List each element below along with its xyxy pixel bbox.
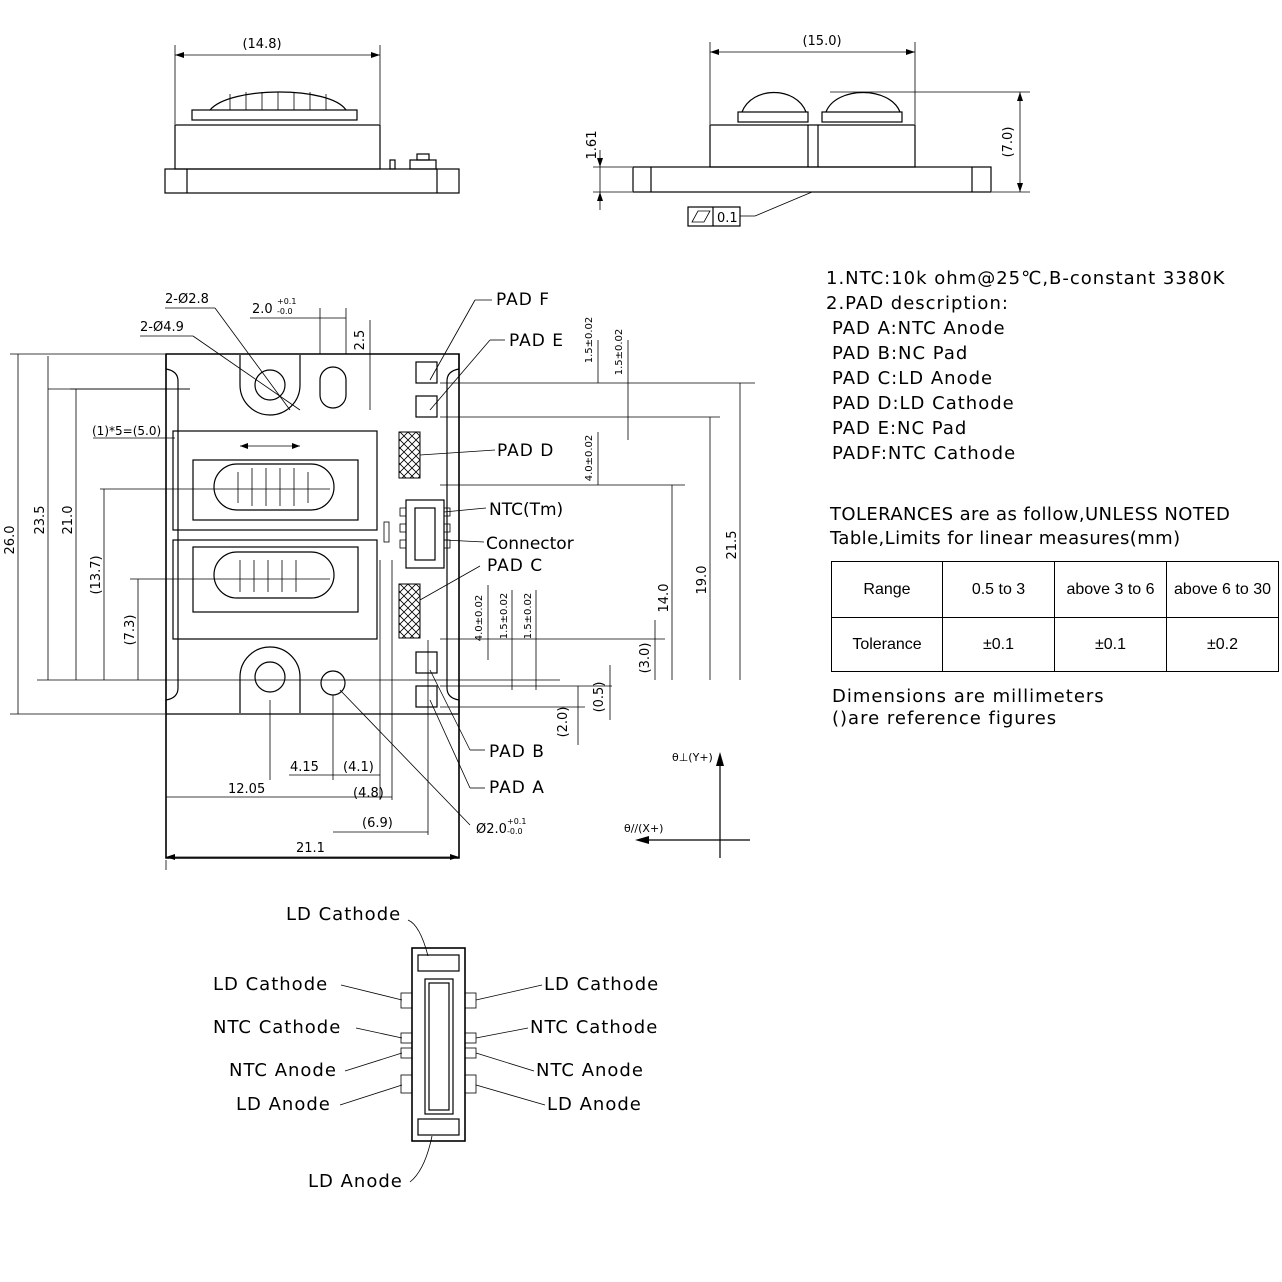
top-left-view: (14.8) <box>164 37 460 194</box>
tolerance-table: Range 0.5 to 3 above 3 to 6 above 6 to 3… <box>831 561 1279 672</box>
top-right-view: (15.0) (7.0) 1.61 0.1 <box>585 34 1030 227</box>
dim-top-right-width: (15.0) <box>802 34 841 49</box>
dim-hole-pin-tol-lower: -0.0 <box>507 827 523 836</box>
conn-right-ntc-cathode: NTC Cathode <box>530 1017 658 1038</box>
y-axis-arrow-icon <box>716 752 724 766</box>
dim-0-5: (0.5) <box>592 682 607 713</box>
dim-height-1-61: 1.61 <box>585 131 600 160</box>
dim-hole-large: 2-Ø4.9 <box>140 320 184 335</box>
dim-pad-d-tol: 4.0±0.02 <box>584 435 595 482</box>
note-pad-e: PAD E:NC Pad <box>832 418 968 439</box>
dim-hole-small: 2-Ø2.8 <box>165 292 209 307</box>
dim-14-0: 14.0 <box>657 584 672 613</box>
tolerances-line-1: TOLERANCES are as follow,UNLESS NOTED <box>830 504 1231 525</box>
dim-top-left-width: (14.8) <box>242 37 281 52</box>
table-cell: ±0.1 <box>1054 617 1167 672</box>
dim-7-3: (7.3) <box>123 615 138 646</box>
connector-view: LD Cathode LD Cathode NTC Cathode NTC An… <box>213 904 659 1192</box>
label-pad-f: PAD F <box>496 290 550 310</box>
note-pad-a: PAD A:NTC Anode <box>832 318 1006 339</box>
axis-x-label: θ//(X+) <box>624 822 663 835</box>
dim-slot-height: 2.5 <box>353 330 368 351</box>
dim-pitch: (1)*5=(5.0) <box>92 424 161 438</box>
table-row: Tolerance ±0.1 ±0.1 ±0.2 <box>831 617 1279 672</box>
dim-12-05: 12.05 <box>228 782 265 797</box>
dim-3-0: (3.0) <box>638 643 653 674</box>
dim-4-15: 4.15 <box>290 760 319 775</box>
tolerances-line-2: Table,Limits for linear measures(mm) <box>830 528 1181 549</box>
conn-left-ntc-cathode: NTC Cathode <box>213 1017 341 1038</box>
table-cell: 0.5 to 3 <box>942 561 1055 618</box>
dim-height-7-0: (7.0) <box>1001 127 1016 158</box>
dim-21-5: 21.5 <box>725 531 740 560</box>
axis-y-label: θ⊥(Y+) <box>672 751 713 764</box>
label-pad-d: PAD D <box>497 441 554 461</box>
dim-26-0: 26.0 <box>3 526 18 555</box>
table-cell: ±0.1 <box>942 617 1055 672</box>
label-pad-c: PAD C <box>487 556 543 576</box>
units-note: Dimensions are millimeters ()are referen… <box>832 686 1105 730</box>
table-cell: ±0.2 <box>1166 617 1279 672</box>
conn-top-label: LD Cathode <box>286 904 401 925</box>
label-pad-a: PAD A <box>489 778 545 798</box>
notes-block: 1.NTC:10k ohm@25℃,B-constant 3380K 2.PAD… <box>826 266 1276 466</box>
dim-2-0: (2.0) <box>556 707 571 738</box>
conn-bottom-label: LD Anode <box>308 1171 403 1192</box>
dim-slot-tol-lower: -0.0 <box>277 307 293 316</box>
units-line-2: ()are reference figures <box>832 708 1058 729</box>
note-ntc: 1.NTC:10k ohm@25℃,B-constant 3380K <box>826 268 1226 289</box>
dim-slot-tol-upper: +0.1 <box>277 297 296 306</box>
main-view: (1)*5=(5.0) 26.0 23.5 <box>3 290 755 870</box>
conn-left-ld-anode: LD Anode <box>236 1094 331 1115</box>
dim-pad-tol-1: 1.5±0.02 <box>584 317 595 364</box>
table-cell: Range <box>831 561 943 618</box>
note-pad-d: PAD D:LD Cathode <box>832 393 1015 414</box>
conn-right-ld-anode: LD Anode <box>547 1094 642 1115</box>
dim-pad-c-tol-3: 1.5±0.02 <box>523 593 534 640</box>
dim-pad-c-tol-1: 4.0±0.02 <box>474 595 485 642</box>
x-axis-arrow-icon <box>635 836 649 844</box>
dim-4-8: (4.8) <box>353 786 384 801</box>
label-pad-e: PAD E <box>509 331 564 351</box>
conn-right-ntc-anode: NTC Anode <box>536 1060 644 1081</box>
label-connector: Connector <box>486 534 574 554</box>
dim-6-9: (6.9) <box>362 816 393 831</box>
tolerances-note: TOLERANCES are as follow,UNLESS NOTED Ta… <box>830 503 1230 551</box>
dim-slot-width: 2.0 <box>252 302 273 317</box>
dim-4-1: (4.1) <box>343 760 374 775</box>
dim-hole-pin: Ø2.0 <box>476 822 507 837</box>
dim-21-0: 21.0 <box>61 506 76 535</box>
dim-21-1: 21.1 <box>296 841 325 856</box>
dim-23-5: 23.5 <box>33 506 48 535</box>
dim-19-0: 19.0 <box>695 566 710 595</box>
dim-pad-c-tol-2: 1.5±0.02 <box>499 593 510 640</box>
conn-left-ntc-anode: NTC Anode <box>229 1060 337 1081</box>
note-pad-b: PAD B:NC Pad <box>832 343 969 364</box>
flatness-symbol-icon <box>691 210 711 223</box>
conn-left-ld-cathode: LD Cathode <box>213 974 328 995</box>
table-cell: above 3 to 6 <box>1054 561 1167 618</box>
table-row: Range 0.5 to 3 above 3 to 6 above 6 to 3… <box>831 561 1279 618</box>
flatness-value: 0.1 <box>717 211 738 226</box>
dim-hole-pin-tol-upper: +0.1 <box>507 817 526 826</box>
note-pad-c: PAD C:LD Anode <box>832 368 994 389</box>
label-pad-b: PAD B <box>489 742 545 762</box>
table-cell: above 6 to 30 <box>1166 561 1279 618</box>
label-ntc: NTC(Tm) <box>489 500 563 520</box>
table-cell: Tolerance <box>831 617 943 672</box>
dim-pad-tol-2: 1.5±0.02 <box>614 329 625 376</box>
units-line-1: Dimensions are millimeters <box>832 686 1105 707</box>
conn-right-ld-cathode: LD Cathode <box>544 974 659 995</box>
dim-13-7: (13.7) <box>89 555 104 594</box>
note-pad-f: PADF:NTC Cathode <box>832 443 1017 464</box>
note-pad-description: 2.PAD description: <box>826 293 1009 314</box>
